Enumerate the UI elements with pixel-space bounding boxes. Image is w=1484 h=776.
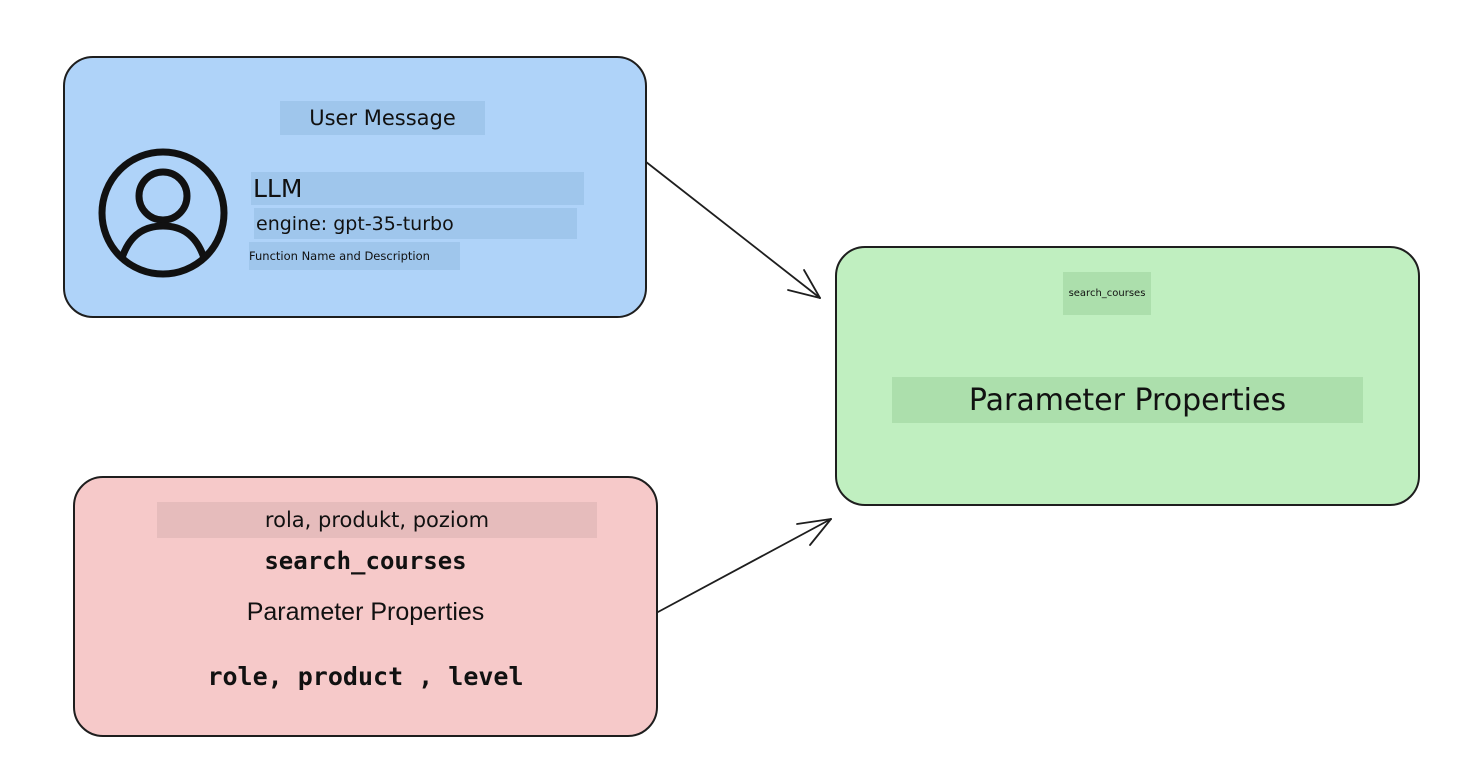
code-function-name: search_courses	[264, 547, 467, 575]
parameter-properties-label: Parameter Properties	[892, 377, 1363, 423]
code-params-list: role, product , level	[207, 661, 524, 691]
function-name-description-label: Function Name and Description	[249, 242, 460, 270]
user-message-box: User Message LLM engine: gpt-35-turbo Fu…	[63, 56, 647, 318]
user-message-title: User Message	[280, 101, 485, 135]
parameters-box: rola, produkt, poziom search_courses Par…	[73, 476, 658, 737]
polish-params-label: rola, produkt, poziom	[157, 502, 597, 538]
llm-label: LLM	[251, 172, 584, 205]
engine-label: engine: gpt-35-turbo	[254, 208, 577, 239]
function-name-label: search_courses	[1063, 272, 1151, 315]
user-avatar-icon	[98, 148, 228, 278]
parameter-properties-title: Parameter Properties	[246, 597, 485, 626]
arrow-params-to-function	[657, 518, 832, 613]
arrow-user-to-function	[640, 157, 821, 299]
function-box: search_courses Parameter Properties	[835, 246, 1420, 506]
